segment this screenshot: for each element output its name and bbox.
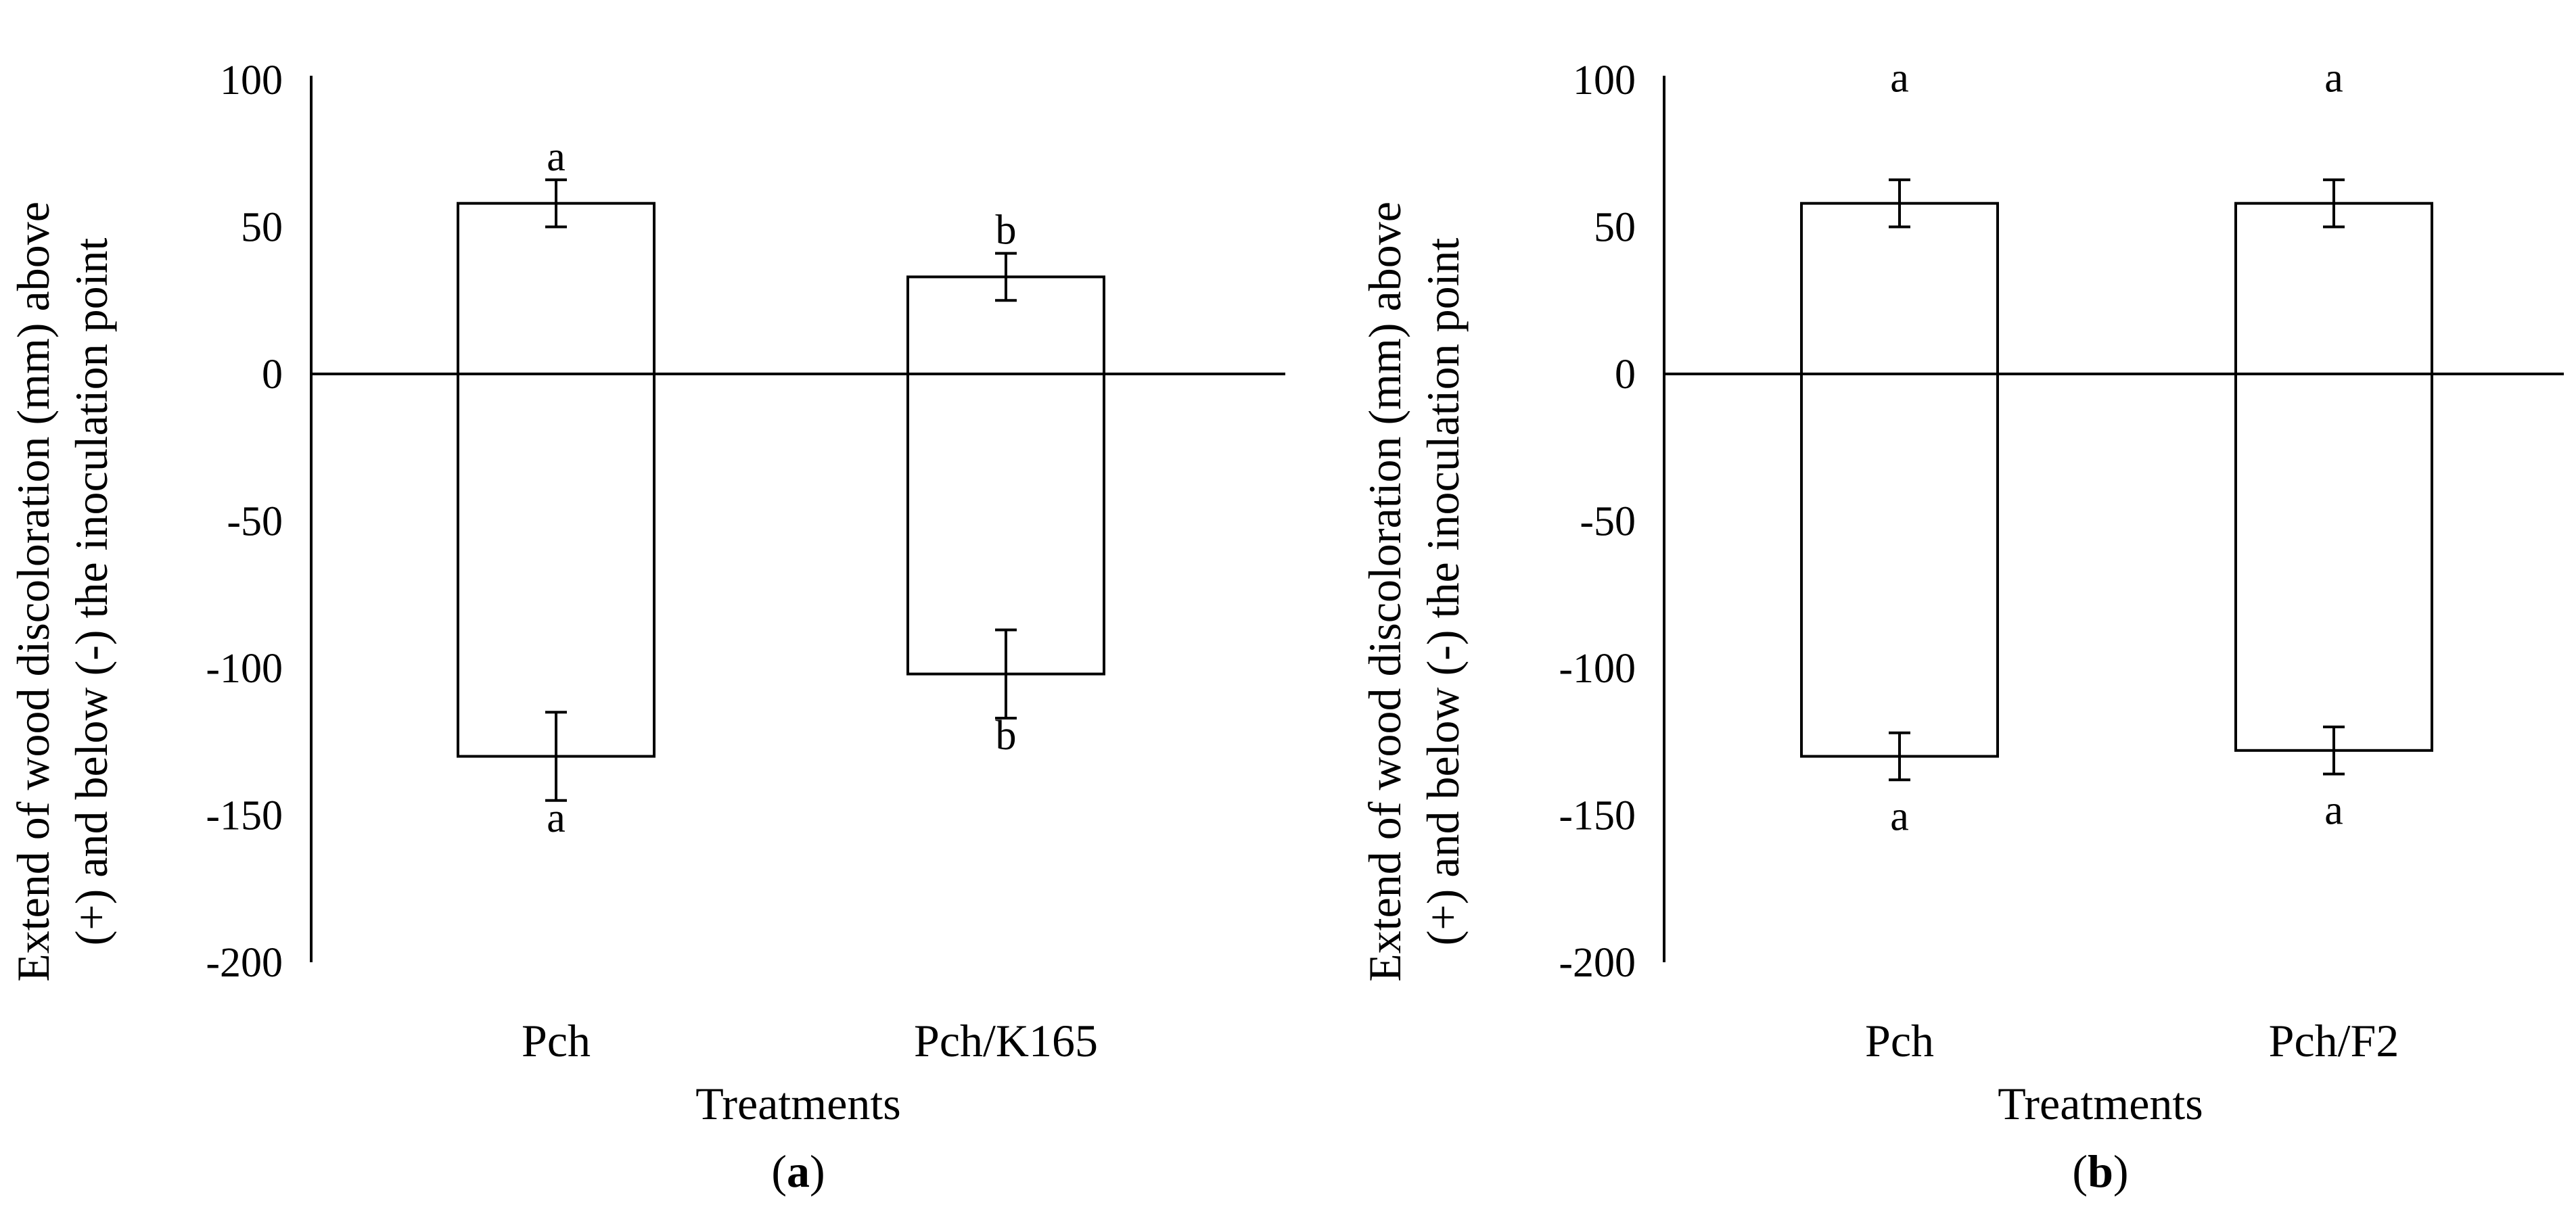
y-tick-label: -50 (1580, 499, 1636, 545)
significance-letter: b (996, 713, 1017, 759)
y-tick-label: 100 (1573, 57, 1636, 103)
significance-letter: b (996, 208, 1017, 254)
y-tick-label: -100 (206, 646, 283, 692)
significance-letter: a (547, 134, 566, 180)
chart-panel-a: Extend of wood discoloration (mm) above … (7, 57, 1285, 1197)
significance-letters: a a a a (1890, 55, 2343, 839)
bar-below (457, 373, 656, 758)
error-bar (995, 252, 1017, 302)
significance-letter: a (1890, 793, 1909, 839)
panel-label: (a) (771, 1145, 825, 1197)
y-axis-title-line1: Extend of wood discoloration (mm) above (1359, 202, 1410, 982)
category-label: Pch (1865, 1015, 1934, 1066)
significance-letter: a (2324, 788, 2343, 834)
y-tick-label: -200 (1559, 940, 1636, 986)
panel-label: (b) (2072, 1145, 2128, 1197)
x-axis-title: Treatments (1998, 1078, 2203, 1129)
y-tick-label: -100 (1559, 646, 1636, 692)
bar-below (1800, 373, 1999, 758)
error-bar (1889, 178, 1910, 229)
y-tick-label: -200 (206, 940, 283, 986)
error-bar (545, 178, 567, 229)
significance-letter: a (547, 795, 566, 841)
y-tick-labels: 100 50 0 -50 -100 -150 -200 (206, 57, 283, 986)
significance-letter: a (1890, 55, 1909, 101)
bar-below (2234, 373, 2433, 752)
category-labels: Pch Pch/F2 (1865, 1015, 2399, 1066)
bar-above (2234, 202, 2433, 376)
category-label: Pch/F2 (2269, 1015, 2399, 1066)
y-tick-label: -150 (1559, 793, 1636, 839)
y-axis-title: Extend of wood discoloration (mm) above … (1359, 202, 1469, 982)
error-bar (545, 711, 567, 802)
y-axis-title-line2: (+) and below (-) the inoculation point (66, 238, 117, 946)
y-tick-labels: 100 50 0 -50 -100 -150 -200 (1559, 57, 1636, 986)
y-axis-title-line2: (+) and below (-) the inoculation point (1417, 238, 1469, 946)
bar-below (906, 373, 1105, 676)
error-bar (995, 628, 1017, 719)
y-tick-label: 100 (220, 57, 283, 103)
error-bar (1889, 731, 1910, 782)
error-bars (545, 178, 1017, 802)
y-tick-label: 50 (1594, 205, 1636, 251)
error-bars (1889, 178, 2345, 782)
error-bar (2323, 178, 2345, 229)
bar-above (1800, 202, 1999, 376)
x-axis-title: Treatments (695, 1078, 900, 1129)
error-bar (2323, 726, 2345, 776)
y-tick-label: -150 (206, 793, 283, 839)
y-tick-label: 0 (1615, 352, 1636, 398)
chart-panel-b: Extend of wood discoloration (mm) above … (1359, 55, 2564, 1197)
significance-letter: a (2324, 55, 2343, 101)
category-label: Pch/K165 (914, 1015, 1098, 1066)
y-axis-title-line1: Extend of wood discoloration (mm) above (7, 202, 59, 982)
bar-above (457, 202, 656, 376)
y-tick-label: -50 (227, 499, 283, 545)
y-tick-label: 50 (241, 205, 283, 251)
bars (1800, 202, 2433, 758)
y-tick-label: 0 (262, 352, 283, 398)
category-label: Pch (522, 1015, 591, 1066)
category-labels: Pch Pch/K165 (522, 1015, 1098, 1066)
significance-letters: a b a b (547, 134, 1016, 841)
y-axis-title: Extend of wood discoloration (mm) above … (7, 202, 117, 982)
